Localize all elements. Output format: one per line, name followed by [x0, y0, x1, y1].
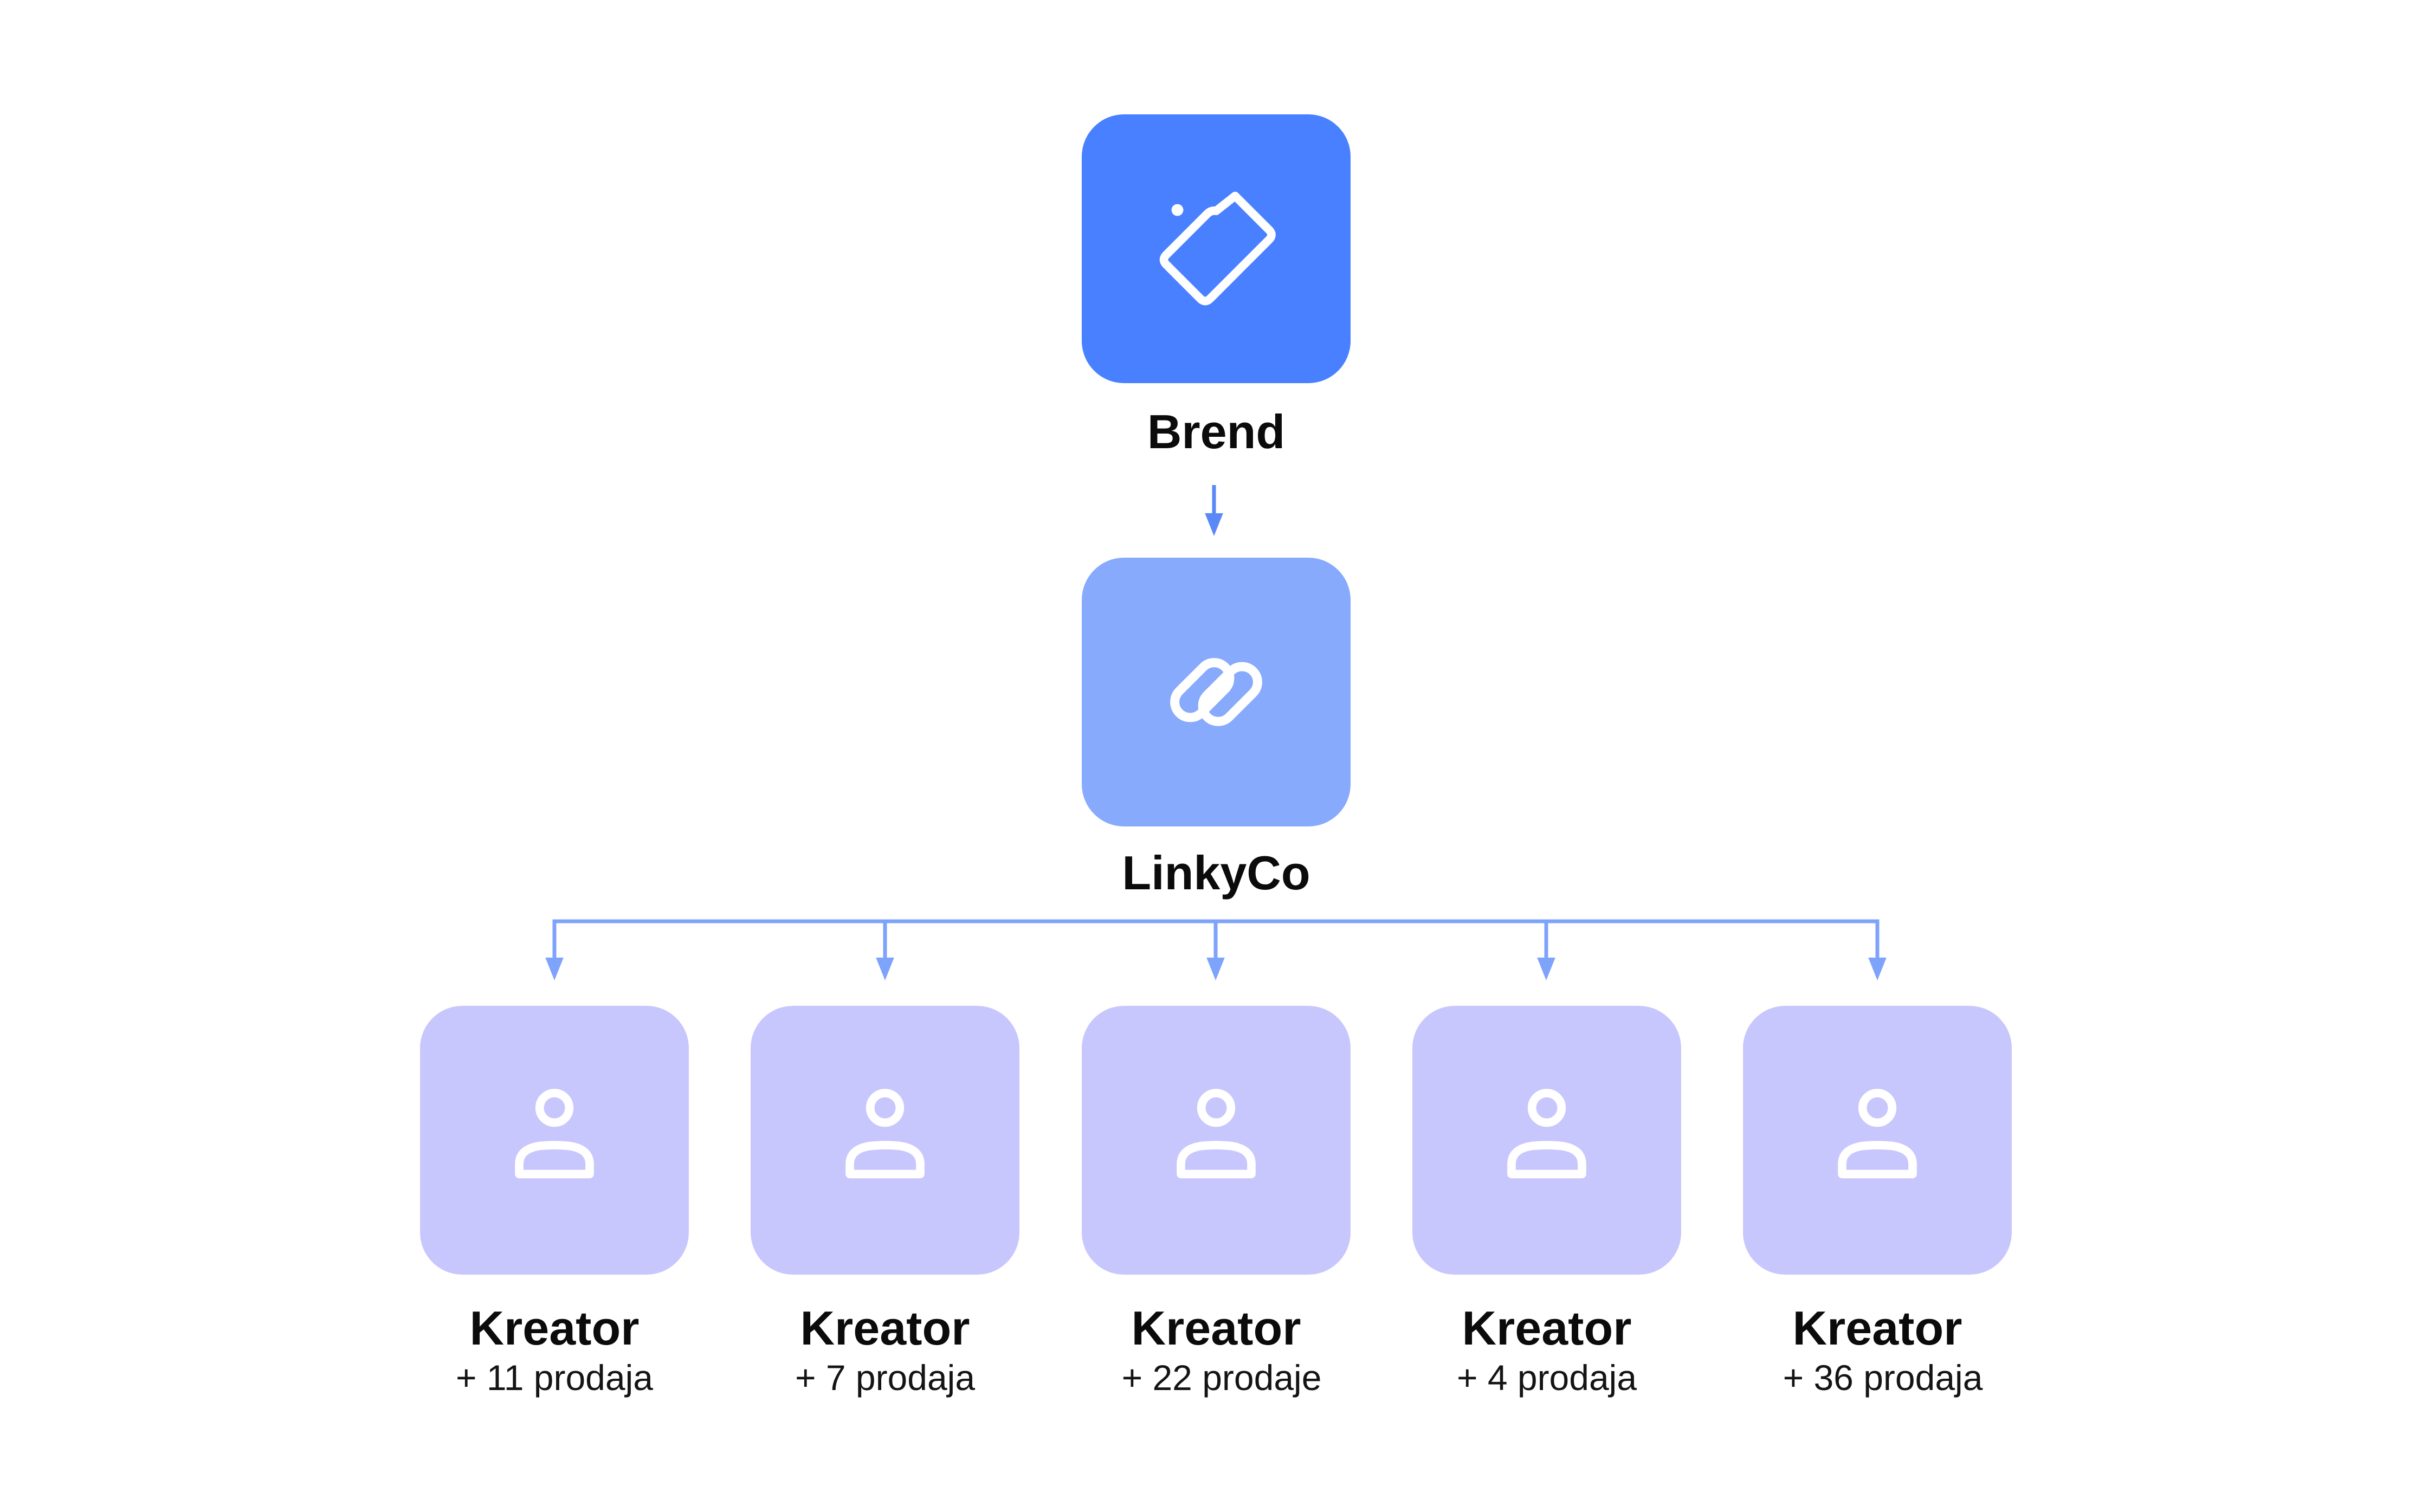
- link-icon: [1170, 658, 1262, 726]
- user-icon: [1507, 1089, 1586, 1179]
- creator-3-label: Kreator: [1131, 1301, 1301, 1355]
- creator-node-2: [751, 1006, 1019, 1275]
- linkyco-node: [1082, 558, 1351, 826]
- creator-node-4: [1412, 1006, 1681, 1275]
- tag-icon: [1159, 191, 1276, 306]
- user-icon: [845, 1089, 925, 1179]
- creator-1-sales: + 11 prodaja: [456, 1358, 653, 1398]
- creator-4-sales: + 4 prodaja: [1456, 1358, 1637, 1398]
- brand-label: Brend: [1147, 405, 1286, 458]
- brand-node: [1082, 114, 1351, 383]
- creator-3-sales: + 22 prodaje: [1121, 1358, 1322, 1398]
- user-icon: [515, 1089, 594, 1179]
- creator-5-sales: + 36 prodaja: [1783, 1358, 1983, 1398]
- creator-5-label: Kreator: [1792, 1301, 1962, 1355]
- creator-2-label: Kreator: [800, 1301, 970, 1355]
- creator-node-5: [1743, 1006, 2012, 1275]
- creator-2-sales: + 7 prodaja: [795, 1358, 976, 1398]
- creator-node-3: [1082, 1006, 1351, 1275]
- user-icon: [1177, 1089, 1256, 1179]
- user-icon: [1838, 1089, 1917, 1179]
- creator-1-label: Kreator: [469, 1301, 640, 1355]
- creator-4-label: Kreator: [1462, 1301, 1632, 1355]
- linkyco-label: LinkyCo: [1122, 846, 1310, 900]
- creator-node-1: [420, 1006, 689, 1275]
